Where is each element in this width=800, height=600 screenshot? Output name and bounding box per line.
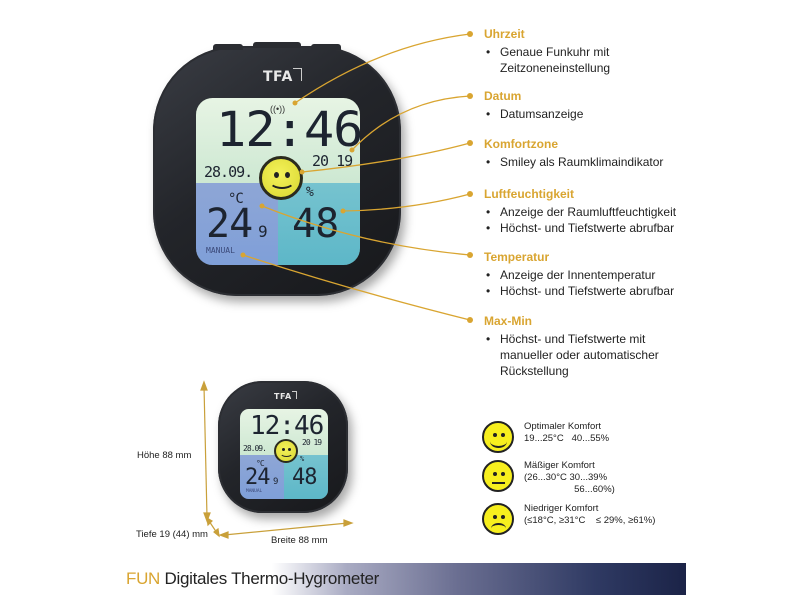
humidity-unit: % (300, 455, 304, 463)
callout-title: Uhrzeit (484, 27, 525, 41)
callout-bullet: Höchst- und Tiefstwerte abrufbar (486, 283, 784, 299)
top-button (253, 42, 301, 48)
smiley-sad-icon (482, 503, 514, 535)
year-display: 20 19 (312, 152, 353, 170)
temperature-unit: °C (228, 191, 244, 207)
smiley-happy-icon (482, 421, 514, 453)
mode-indicator: MANUAL (246, 489, 263, 494)
date-display: 28.09. (243, 444, 267, 453)
lcd-display: 12:46 28.09. 20 19 °C % 24 9 48 MANUAL (240, 409, 328, 499)
callout-bullet: Smiley als Raumklimaindikator (486, 154, 784, 170)
callout-title: Datum (484, 89, 522, 103)
footer-banner: FUN Digitales Thermo-Hygrometer (0, 563, 800, 595)
comfort-range: 19...25°C 40...55% (524, 433, 610, 444)
callout-title: Temperatur (484, 250, 550, 264)
year-display: 20 19 (302, 438, 322, 447)
comfort-label: Mäßiger Komfort (524, 460, 595, 471)
callout-bullet: Höchst- und Tiefstwerte mit manueller od… (486, 331, 674, 379)
product-brand: FUN (126, 569, 161, 588)
radio-signal-icon: ((•)) (270, 104, 286, 114)
smiley-happy-icon (259, 156, 303, 200)
height-dimension-label: Höhe 88 mm (137, 450, 192, 461)
mode-indicator: MANUAL (206, 246, 235, 255)
callout-komfortzone: Komfortzone Smiley als Raumklimaindikato… (484, 137, 784, 170)
callout-bullet: Genaue Funkuhr mit Zeitzoneneinstellung (486, 44, 784, 76)
top-button (213, 44, 243, 50)
comfort-range: (26...30°C 30...39% 56...60%) (524, 472, 615, 495)
comfort-label: Optimaler Komfort (524, 421, 602, 432)
callout-bullet: Anzeige der Innentemperatur (486, 267, 784, 283)
time-display: 12:46 (250, 411, 324, 441)
footer-gradient-bar (272, 563, 686, 595)
callout-datum: Datum Datumsanzeige (484, 89, 784, 122)
brand-logo: TFA (263, 68, 302, 85)
callout-title: Max-Min (484, 314, 532, 328)
product-name: Digitales Thermo-Hygrometer (164, 569, 380, 588)
callout-bullet: Datumsanzeige (486, 106, 784, 122)
callout-bullet: Höchst- und Tiefstwerte abrufbar (486, 220, 784, 236)
callout-max-min: Max-Min Höchst- und Tiefstwerte mit manu… (484, 314, 674, 379)
date-display: 28.09. (204, 163, 253, 181)
lcd-display: ((•)) 12:46 28.09. 20 19 °C % 24 9 48 MA… (196, 98, 360, 265)
comfort-label: Niedriger Komfort (524, 503, 599, 514)
temperature-value: 24 (206, 201, 253, 247)
top-button (311, 44, 341, 50)
humidity-value: 48 (292, 201, 339, 247)
temperature-decimal: 9 (273, 477, 279, 487)
smiley-happy-icon (274, 439, 298, 463)
callout-title: Komfortzone (484, 137, 558, 151)
callout-luftfeuchtigkeit: Luftfeuchtigkeit Anzeige der Raumluftfeu… (484, 187, 784, 236)
depth-dimension-label: Tiefe 19 (44) mm (136, 529, 208, 540)
humidity-value: 48 (292, 465, 317, 490)
humidity-unit: % (306, 185, 314, 200)
time-display: 12:46 (216, 102, 360, 158)
product-title: FUN Digitales Thermo-Hygrometer (126, 569, 379, 589)
comfort-range: (≤18°C, ≥31°C ≤ 29%, ≥61%) (524, 515, 656, 526)
callout-title: Luftfeuchtigkeit (484, 187, 574, 201)
callout-uhrzeit: Uhrzeit Genaue Funkuhr mit Zeitzoneneins… (484, 27, 784, 76)
width-dimension-label: Breite 88 mm (271, 535, 328, 546)
callout-temperatur: Temperatur Anzeige der Innentemperatur H… (484, 250, 784, 299)
smiley-neutral-icon (482, 460, 514, 492)
temperature-unit: °C (256, 459, 265, 468)
thermo-hygrometer-small: TFA 12:46 28.09. 20 19 °C % 24 9 48 MANU… (218, 381, 348, 513)
brand-logo: TFA (274, 391, 297, 401)
temperature-value: 24 (245, 465, 270, 490)
callout-bullet: Anzeige der Raumluftfeuchtigkeit (486, 204, 784, 220)
thermo-hygrometer-large: TFA ((•)) 12:46 28.09. 20 19 °C % 24 9 4… (153, 42, 401, 296)
temperature-decimal: 9 (258, 222, 268, 241)
